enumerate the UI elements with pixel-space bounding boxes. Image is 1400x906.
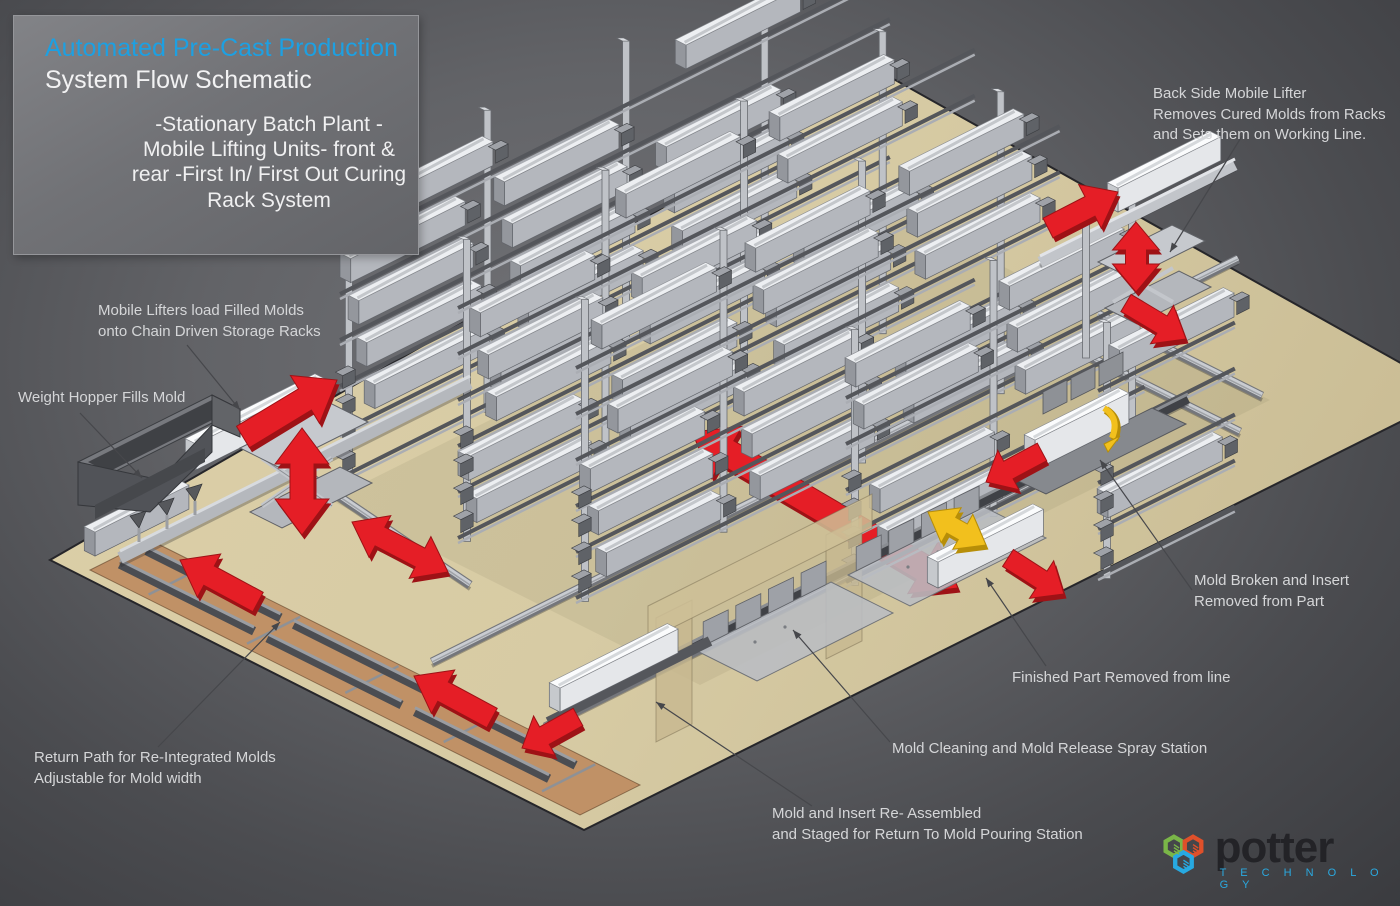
leader-line (186, 344, 241, 411)
working-line (545, 351, 1191, 743)
leader-line (79, 412, 143, 479)
flow-arrow-red (1042, 183, 1121, 243)
feature-item: -Stationary Batch Plant (155, 113, 370, 136)
flow-arrow-red (985, 442, 1050, 495)
page-subtitle: System Flow Schematic (45, 66, 312, 94)
label-return-path: Return Path for Re-Integrated Molds Adju… (34, 749, 276, 787)
feature-item: Rack System (207, 188, 331, 212)
feature-item: front & rear (131, 138, 396, 187)
feature-list: -Stationary Batch Plant -Mobile Lifting … (126, 112, 412, 213)
logo-hexagons-icon (1163, 834, 1204, 875)
flow-arrow-red (1001, 548, 1067, 603)
potter-technology-logo: potter T E C H N O L O G Y (1160, 823, 1400, 892)
flow-arrow-red (274, 427, 332, 540)
label-mold-cleaning: Mold Cleaning and Mold Release Spray Sta… (892, 740, 1208, 757)
flow-arrow-red (1120, 293, 1189, 349)
leader-line (655, 701, 813, 807)
flow-arrow-red (351, 515, 451, 583)
label-mold-broken: Mold Broken and Insert Removed from Part (1194, 572, 1350, 610)
label-reassembly: Mold and Insert Re- Assembled and Staged… (772, 805, 1083, 843)
logo-wordmark: potter T E C H N O L O G Y (1214, 823, 1385, 892)
feature-item: -Mobile Lifting Units- (142, 113, 383, 162)
label-weight-hopper: Weight Hopper Fills Mold (18, 389, 186, 406)
title-panel: Automated Pre-Cast Production System Flo… (13, 15, 419, 255)
leader-line (1099, 459, 1193, 591)
flow-arrow-red (179, 553, 266, 617)
flow-arrow-red (235, 374, 340, 453)
label-finished-part: Finished Part Removed from line (1012, 669, 1231, 686)
leader-line (985, 577, 1047, 667)
feature-item: -First In/ First Out Curing (175, 163, 407, 187)
label-mobile-lifters: Mobile Lifters load Filled Molds onto Ch… (98, 302, 321, 340)
flow-arrow-yellow (927, 507, 989, 554)
label-back-side-lifter: Back Side Mobile Lifter Removes Cured Mo… (1153, 85, 1386, 144)
flow-arrow-red (1111, 221, 1162, 297)
leader-line (792, 629, 891, 743)
leader-line (1169, 135, 1243, 253)
leader-line (157, 621, 281, 748)
page-title: Automated Pre-Cast Production (45, 34, 398, 62)
flow-arrow-red (413, 669, 500, 733)
flow-arrow-red (521, 707, 586, 760)
curing-racks (334, 0, 1250, 605)
